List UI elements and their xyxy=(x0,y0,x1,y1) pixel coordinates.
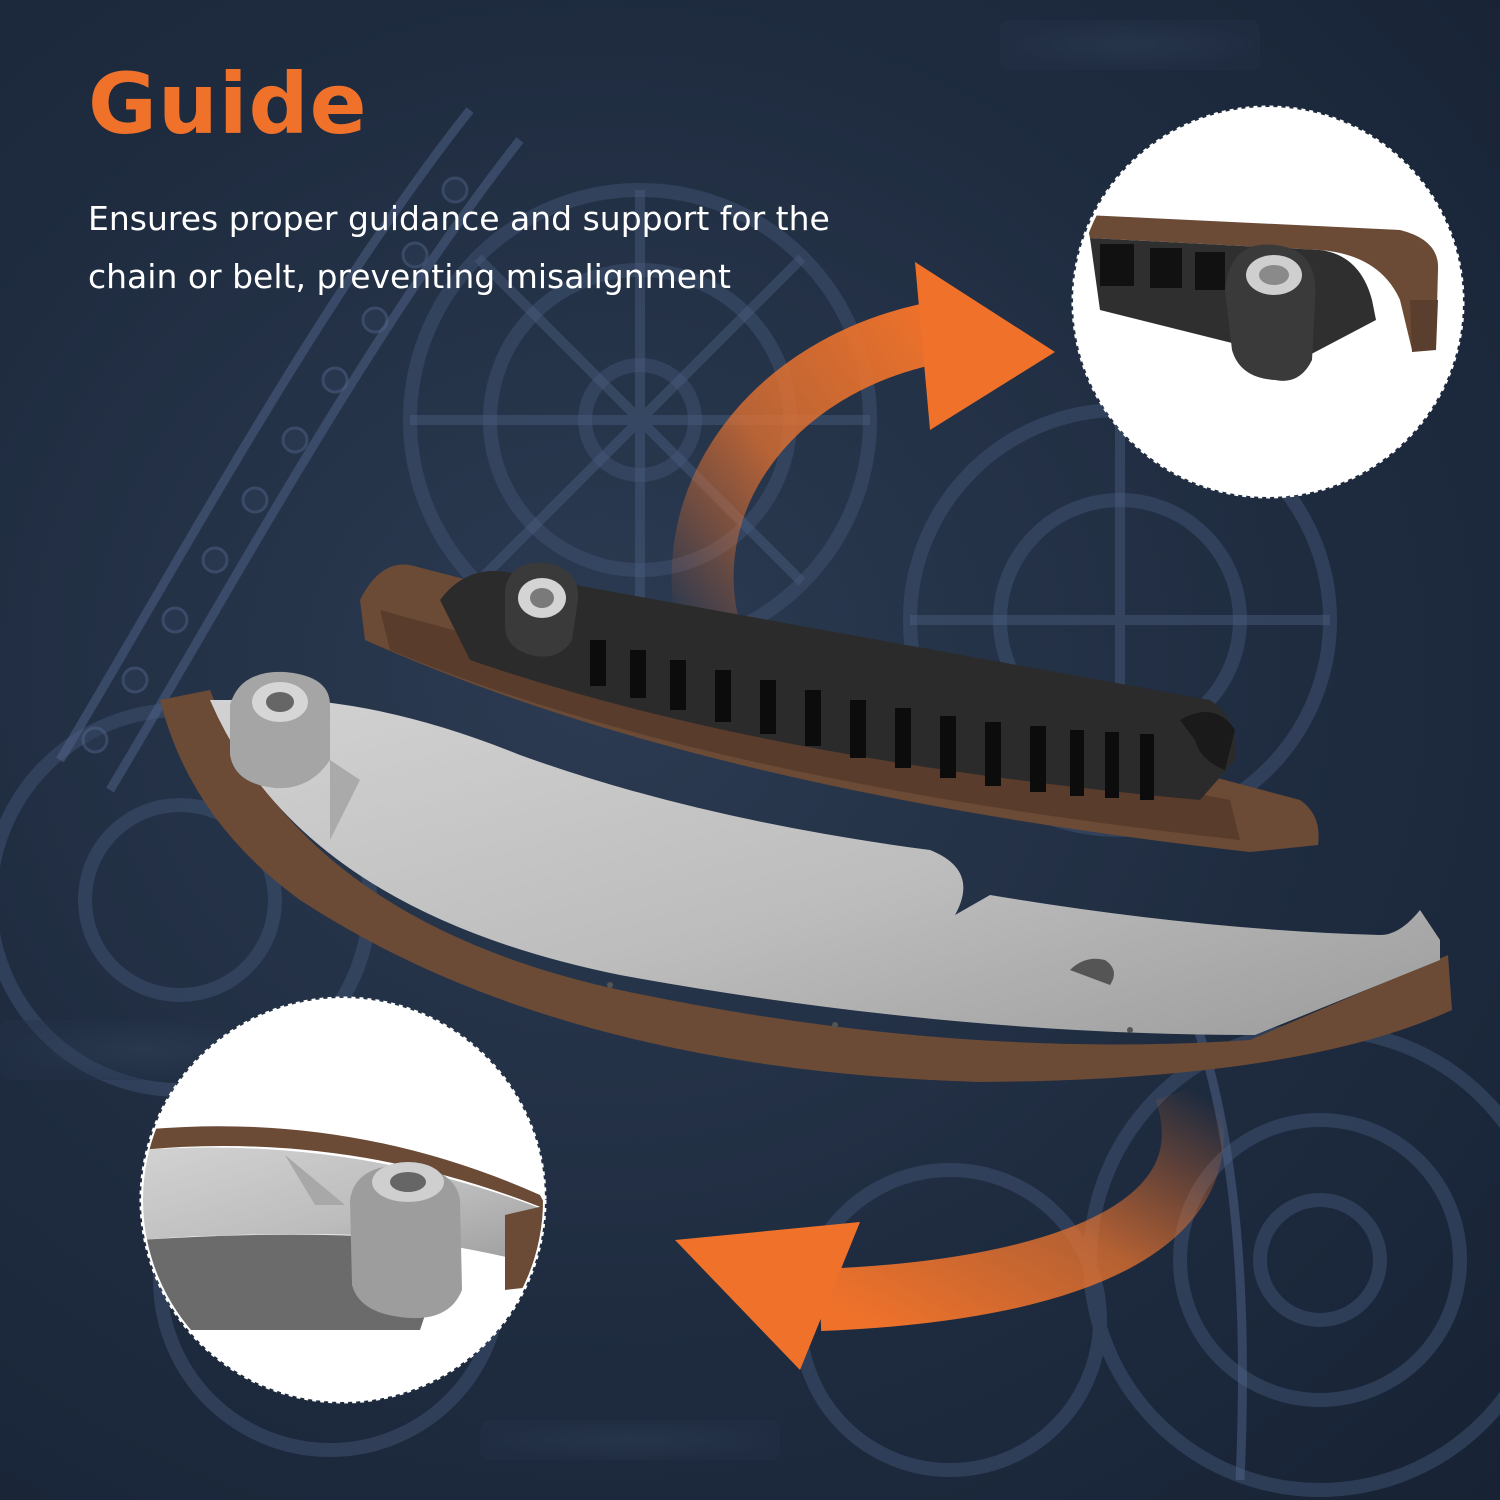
plastic-guide-closeup xyxy=(1071,105,1465,499)
feature-description: Ensures proper guidance and support for … xyxy=(88,199,830,296)
plastic-chain-guide xyxy=(360,562,1319,852)
headline: Guide xyxy=(88,55,368,153)
aluminum-guide-closeup xyxy=(139,996,547,1404)
curved-arrow-down-left-icon xyxy=(675,1079,1224,1370)
curved-arrow-up-right-icon xyxy=(671,262,1055,673)
aluminum-chain-guide xyxy=(160,671,1452,1082)
